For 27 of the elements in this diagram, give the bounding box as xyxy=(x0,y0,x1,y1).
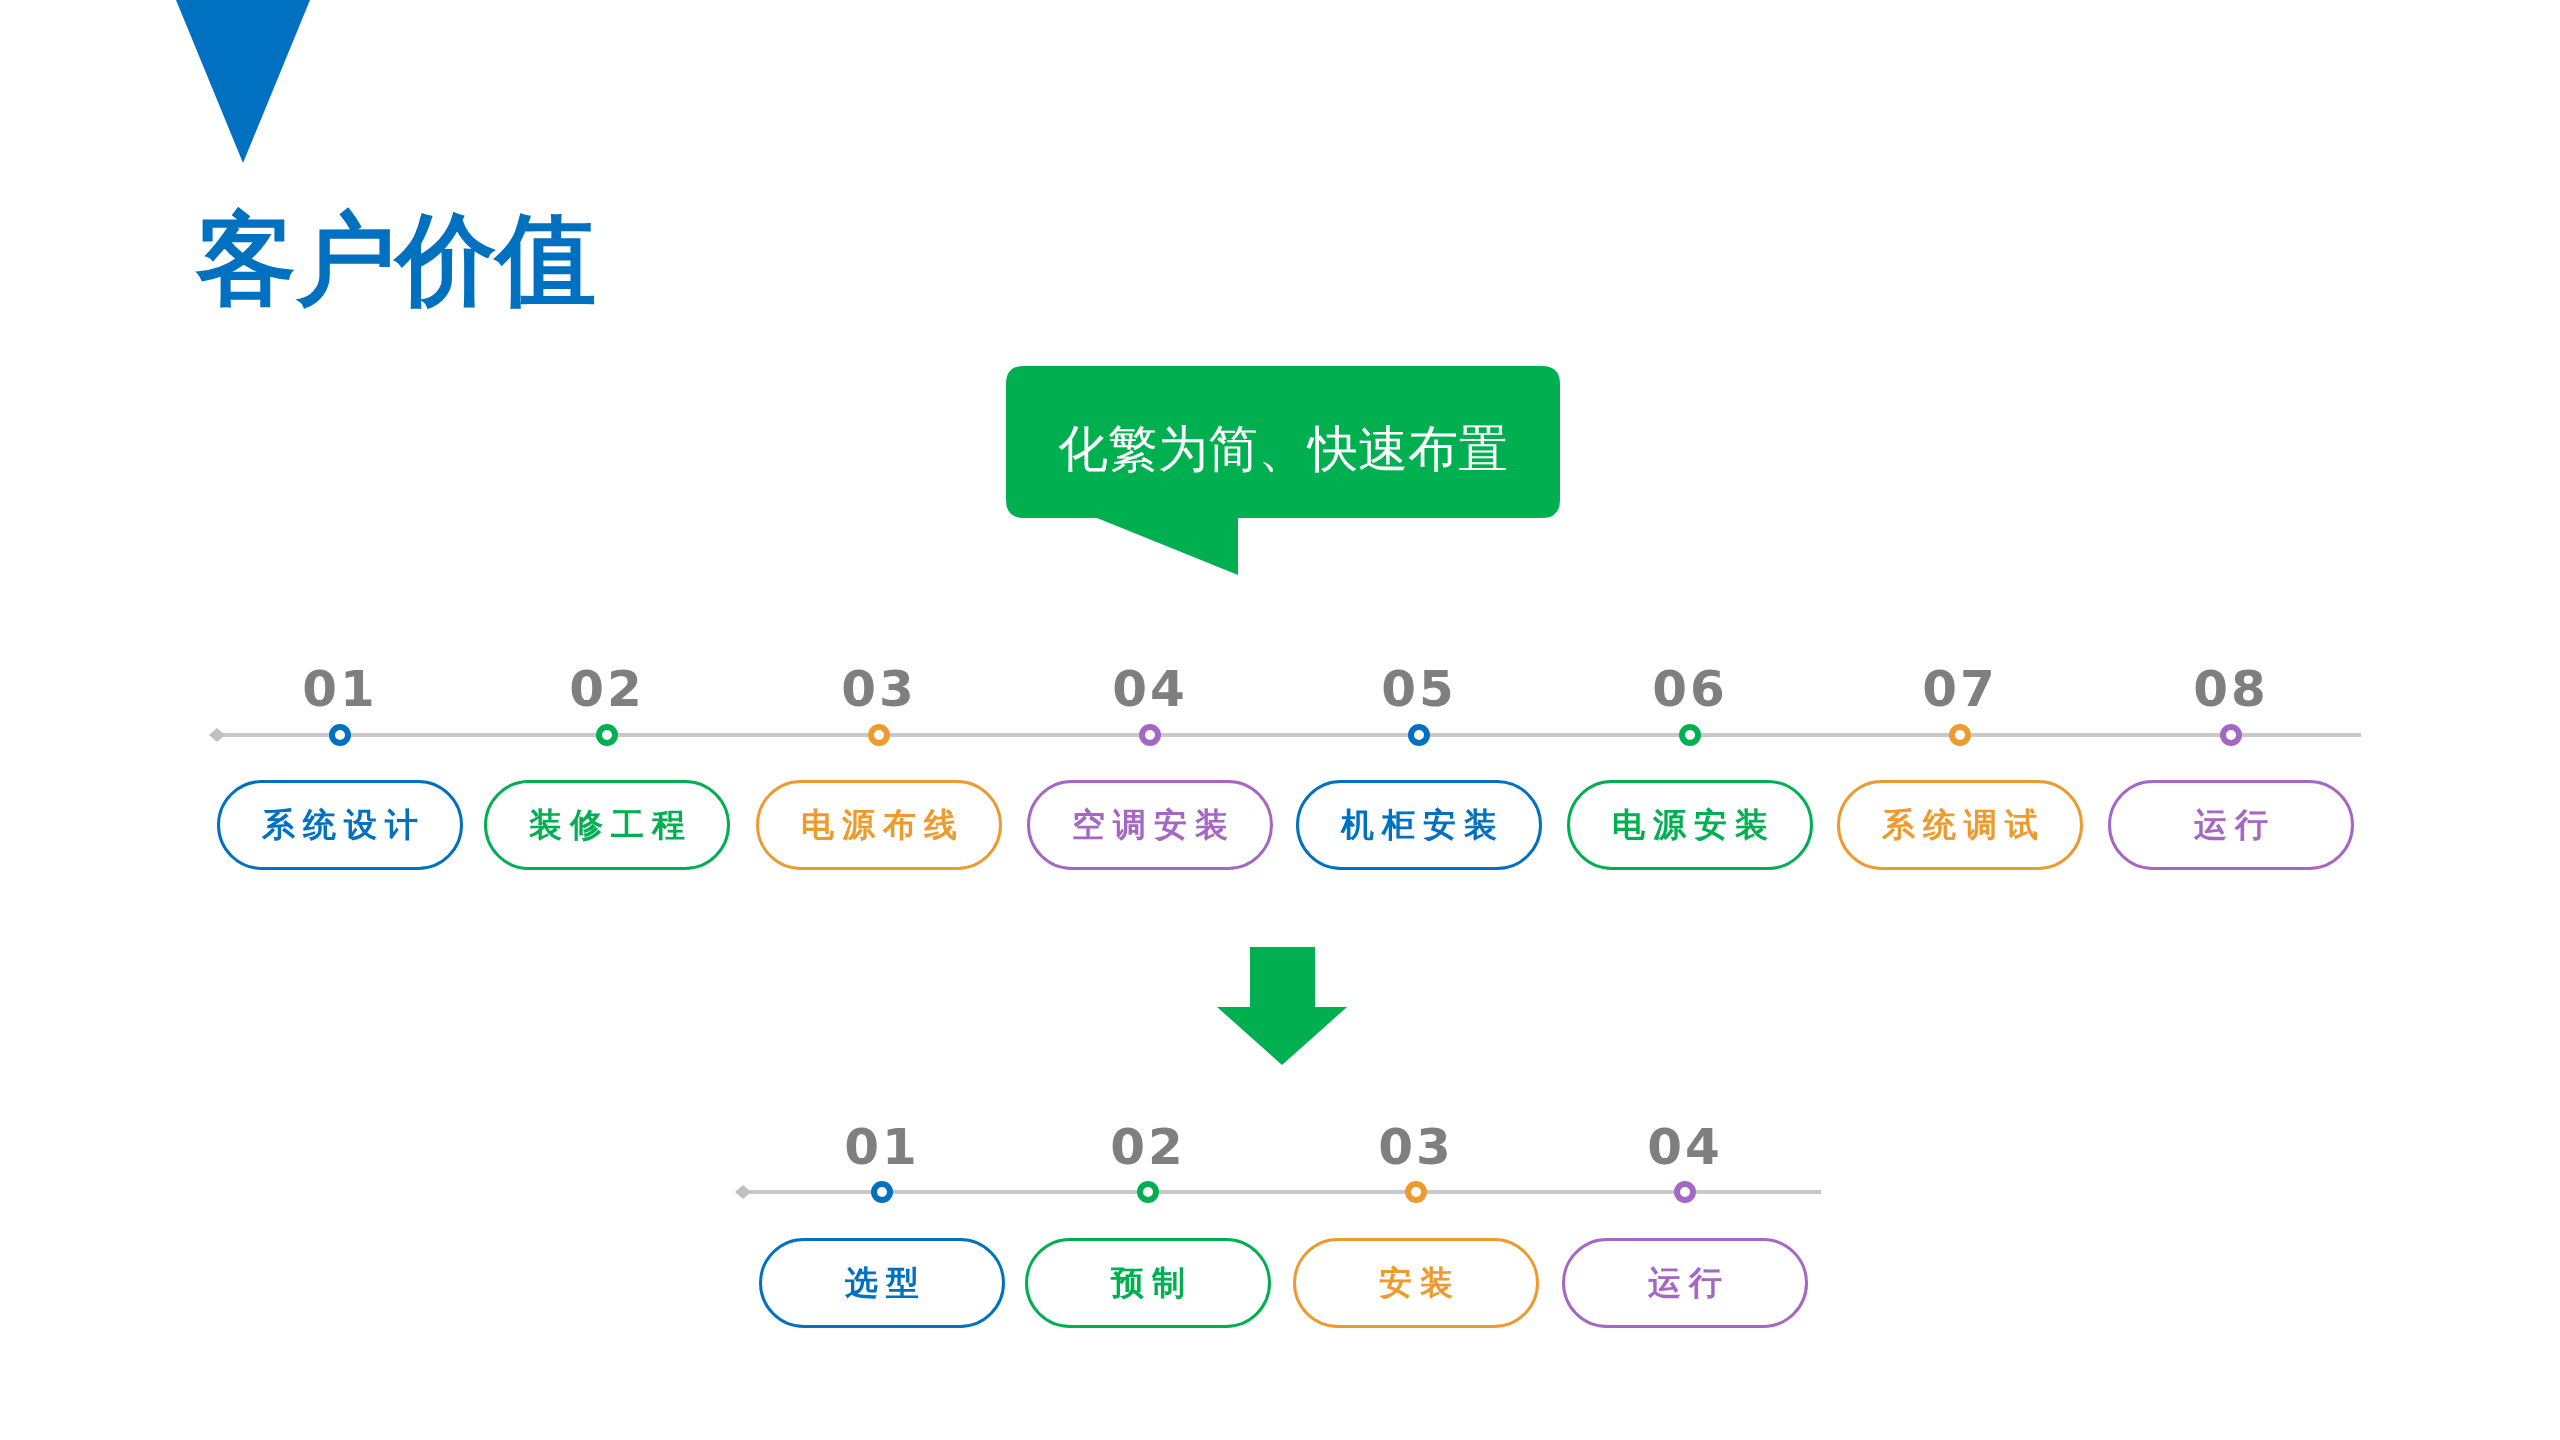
step-label: 系统调试 xyxy=(1881,803,2046,846)
step-number: 06 xyxy=(1652,664,1728,714)
step-number: 01 xyxy=(302,664,378,714)
title: 客户价值 xyxy=(196,205,596,315)
step-label: 运行 xyxy=(1647,1261,1730,1304)
step-number: 03 xyxy=(841,664,917,714)
step-number: 04 xyxy=(1647,1122,1723,1172)
step-number: 05 xyxy=(1381,664,1457,714)
step-number: 03 xyxy=(1378,1122,1454,1172)
step-label: 空调安装 xyxy=(1071,803,1236,846)
step-label: 运行 xyxy=(2193,803,2276,846)
step-label: 选型 xyxy=(844,1261,927,1304)
step-number: 07 xyxy=(1922,664,1998,714)
step-label: 机柜安装 xyxy=(1339,803,1505,846)
step-label: 预制 xyxy=(1109,1261,1193,1304)
step-number: 02 xyxy=(569,664,645,714)
step-label: 电源安装 xyxy=(1611,803,1776,846)
bubble-text: 化繁为简、快速布置 xyxy=(1058,419,1508,480)
step-number: 04 xyxy=(1112,664,1188,714)
step-label: 装修工程 xyxy=(528,803,693,846)
step-label: 电源布线 xyxy=(800,803,965,846)
step-number: 01 xyxy=(844,1122,920,1172)
step-label: 系统设计 xyxy=(261,803,426,846)
speech-bubble xyxy=(1006,366,1560,575)
step-label: 安装 xyxy=(1378,1261,1461,1304)
step-number: 02 xyxy=(1110,1122,1186,1172)
step-number: 08 xyxy=(2193,664,2269,714)
